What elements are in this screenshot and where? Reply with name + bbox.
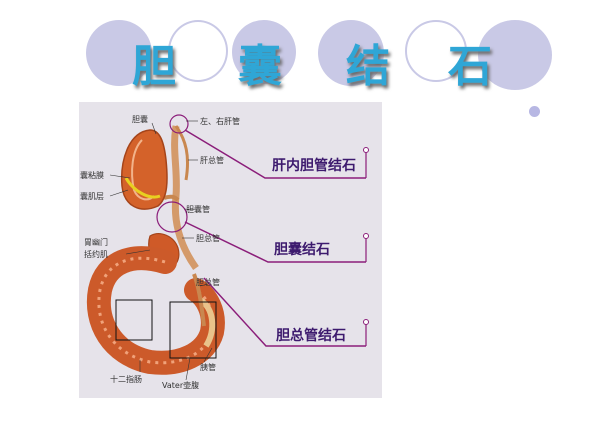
label-pancreatic-duct: 胰管 [200,362,216,372]
label-bile-duct-lower: 胆总管 [196,277,220,287]
bullet-dot [529,106,540,117]
callout-line-intrahepatic [184,129,366,179]
duodenum-folds [97,256,215,365]
title-decor-circle [478,20,552,90]
inset-box-duodenum [115,299,153,341]
label-mucosa: 囊粘膜 [80,170,104,180]
label-cystic-duct: 胆囊管 [186,204,210,214]
label-gallbladder: 胆囊 [132,114,148,124]
gallbladder-circle [156,201,188,233]
label-hepatic-ducts: 左、右肝管 [200,116,240,126]
label-duodenum: 十二指肠 [110,374,142,384]
label-common-hepatic-duct: 肝总管 [200,155,224,165]
callout-line-cbd [203,277,366,347]
hepatic-duct [174,125,190,181]
intrahepatic-circle [169,114,189,134]
inset-box-vater [169,301,217,359]
title-char-4: 石 [448,41,492,92]
distal-bile-duct [192,273,206,327]
title-char-2: 囊 [238,41,282,92]
leader-line [199,283,209,287]
label-pyloric-sphincter: 括约肌 [84,249,108,259]
callout-gallbladder-stone: 胆囊结石 [274,241,330,258]
leader-line [185,357,191,381]
gallbladder-muscle [124,177,161,199]
title-char-3: 结 [346,41,390,92]
bile-duct [171,125,199,271]
callout-cbd-stone: 胆总管结石 [276,327,346,344]
leader-line [109,189,129,197]
label-vater: Vater壶腹 [162,380,199,390]
title-char-1: 胆 [132,41,176,92]
leader-line [183,208,201,211]
callout-dot [363,147,369,153]
title-decor-circle [405,20,467,82]
callout-dot [363,233,369,239]
callout-line-gallbladder [184,221,366,263]
label-pylorus: 胃幽门 [84,237,108,247]
leader-line [125,249,151,255]
leader-line [109,174,131,179]
callout-intrahepatic-stone: 肝内胆管结石 [272,157,356,174]
title-decor-circle [232,20,296,84]
label-common-bile-duct: 胆总管 [196,233,220,243]
label-muscle-layer: 囊肌层 [80,191,104,201]
title-decor-circle [86,20,152,86]
title-decor-circle [168,20,228,82]
leader-line [151,122,157,135]
title-decor-circle [318,20,384,86]
cystic-duct [163,194,180,202]
leader-line [203,347,213,363]
callout-dot [363,319,369,325]
